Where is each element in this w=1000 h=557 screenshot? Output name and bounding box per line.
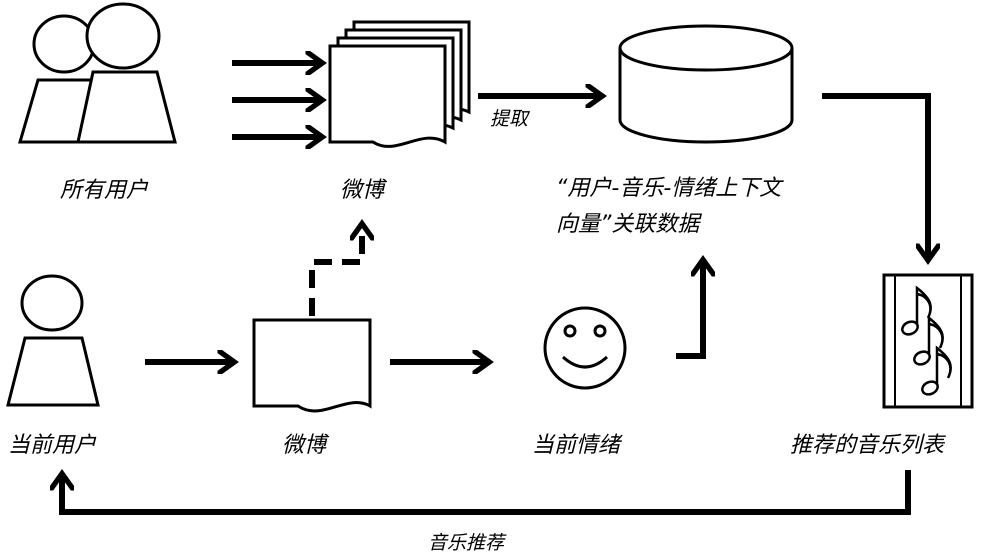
input-arrows bbox=[232, 63, 320, 137]
all-users-label: 所有用户 bbox=[60, 178, 149, 203]
current-user-label: 当前用户 bbox=[8, 433, 97, 458]
current-user-icon bbox=[6, 274, 100, 407]
weibo-document-icon bbox=[252, 318, 372, 413]
emotion-to-data-arrow bbox=[676, 262, 703, 359]
extract-label: 提取 bbox=[490, 108, 529, 130]
database-icon bbox=[618, 24, 794, 144]
db-to-list-arrow bbox=[822, 93, 928, 258]
weibo-top-label: 微博 bbox=[340, 178, 385, 203]
association-label-line2: 向量”关联数据 bbox=[556, 212, 700, 237]
music-list-icon bbox=[882, 273, 974, 409]
music-recommendation-label: 音乐推荐 bbox=[428, 532, 505, 554]
recommended-list-label: 推荐的音乐列表 bbox=[790, 433, 945, 458]
smiley-icon bbox=[543, 306, 627, 390]
weibo-bottom-label: 微博 bbox=[282, 433, 327, 458]
recommendation-feedback-arrow bbox=[62, 470, 911, 515]
association-label-line1: “用户-音乐-情绪上下文 bbox=[556, 176, 782, 201]
dashed-link-arrow bbox=[309, 226, 362, 316]
weibo-stack-icon bbox=[328, 20, 471, 148]
all-users-icon bbox=[18, 2, 177, 144]
current-emotion-label: 当前情绪 bbox=[532, 433, 621, 458]
